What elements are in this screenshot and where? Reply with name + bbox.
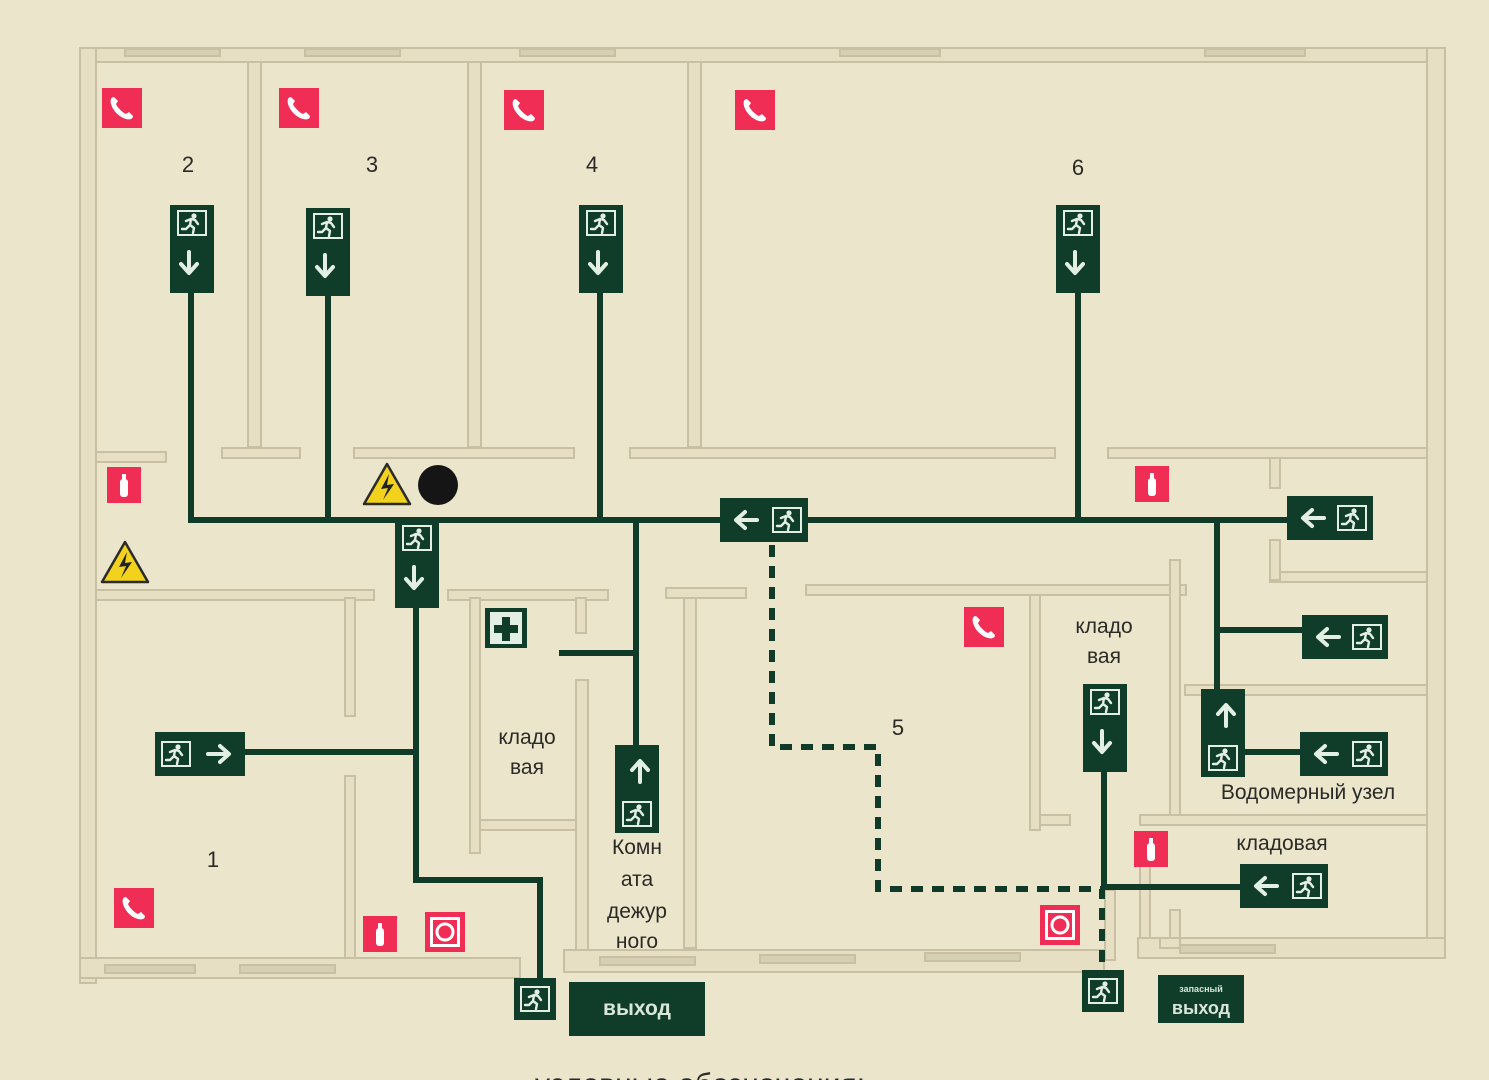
svg-text:запасный: запасный [1179, 984, 1222, 994]
room-number-4: 4 [586, 152, 598, 177]
exit-sign-room-2 [170, 205, 214, 293]
room-number-5: 5 [892, 715, 904, 740]
legend-heading: условные обозначения: [535, 1068, 865, 1080]
exit-sign-east-room-left [1302, 615, 1388, 659]
phone-icon [735, 90, 775, 130]
exit-main-plate: выход [569, 982, 705, 1036]
exit-sign-room-1-right [155, 732, 245, 776]
exit-spare-plate: запасный выход [1158, 975, 1244, 1023]
electrical-hazard-icon [362, 462, 412, 506]
phone-icon [279, 88, 319, 128]
fire-extinguisher-icon [363, 916, 397, 952]
exit-sign-room-3 [306, 208, 350, 296]
phone-icon [504, 90, 544, 130]
first-aid-icon [485, 608, 527, 648]
exit-sign-water-meter-left [1300, 732, 1388, 776]
phone-icon [102, 88, 142, 128]
panel-dot-icon [418, 465, 458, 505]
room-number-6: 6 [1072, 155, 1084, 180]
fire-alarm-icon [423, 910, 467, 954]
exit-sign-corridor-down [395, 520, 439, 608]
exit-sign-room-4 [579, 205, 623, 293]
evacuation-routes [188, 287, 1313, 993]
room-number-3: 3 [366, 152, 378, 177]
duty-room-label-line4: ного [616, 930, 658, 953]
electrical-hazard-icon [100, 540, 150, 584]
storage-right-label-line2: вая [1087, 645, 1121, 668]
svg-text:выход: выход [1172, 998, 1231, 1018]
fire-extinguisher-icon [107, 467, 141, 503]
fire-alarm-icon [1038, 903, 1082, 947]
exit-door-spare-sign [1082, 970, 1124, 1012]
spare-route-dashed [769, 545, 1105, 975]
exit-sign-storage-right [1083, 684, 1127, 772]
duty-room-label-line3: дежур [607, 900, 667, 923]
exit-sign-corridor-east-left [1287, 496, 1373, 540]
duty-room-label-line2: ата [621, 868, 654, 891]
phone-icon [114, 888, 154, 928]
storage-left-label-line2: вая [510, 756, 544, 779]
phone-icon [964, 607, 1004, 647]
exit-sign-corridor-left [720, 498, 808, 542]
exit-sign-water-meter-up [1201, 689, 1245, 777]
duty-room-label-line1: Комн [612, 836, 662, 859]
exit-sign-storage-small-left [1240, 864, 1328, 908]
room-number-2: 2 [182, 152, 194, 177]
room-number-1: 1 [207, 847, 219, 872]
storage-left-label-line1: кладо [498, 726, 555, 749]
walls [79, 47, 1446, 984]
fire-extinguisher-icon [1135, 466, 1169, 502]
storage-right-label-line1: кладо [1075, 615, 1132, 638]
water-meter-label: Водомерный узел [1221, 781, 1395, 804]
svg-text:выход: выход [603, 997, 671, 1020]
exit-door-main-sign [514, 978, 556, 1020]
storage-small-label: кладовая [1236, 832, 1327, 855]
exit-sign-duty-room-up [615, 745, 659, 833]
fire-extinguisher-icon [1134, 831, 1168, 867]
exit-sign-room-6 [1056, 205, 1100, 293]
